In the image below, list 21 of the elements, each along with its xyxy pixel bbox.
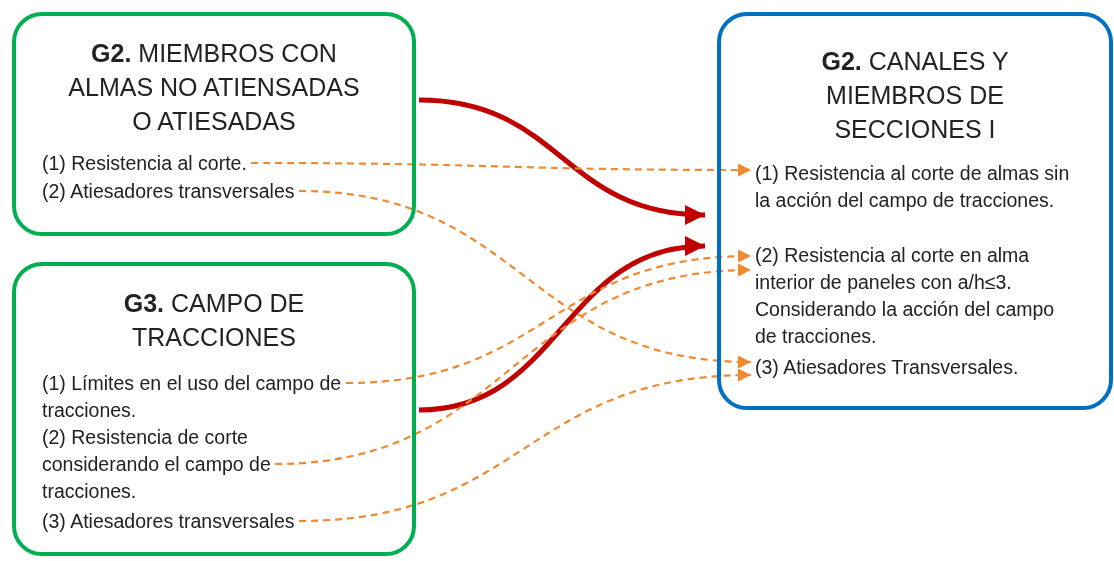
item-text: (1) Límites en el uso del campo de tracciones. — [42, 370, 343, 424]
arrow — [345, 250, 752, 385]
arrow — [251, 161, 751, 177]
item-text: (2) Resistencia al corte en alma interior de paneles con a/h≤3. Considerando la acción del campo de tracciones. — [755, 242, 1056, 350]
item-text: (1) Resistencia al corte de almas sin la acción del campo de tracciones. — [755, 160, 1071, 214]
group-box — [717, 12, 1113, 410]
group-box — [12, 262, 416, 556]
group-heading: G2. CANALES Y MIEMBROS DE SECCIONES I — [820, 46, 1010, 145]
item-text: (2) Resistencia de corte considerando el campo de tracciones. — [42, 424, 272, 505]
group-heading: G3. CAMPO DE TRACCIONES — [122, 288, 306, 353]
group-box — [12, 12, 416, 236]
arrow — [418, 238, 706, 413]
item-text: (3) Atiesadores Transversales. — [755, 354, 1020, 381]
item-text: (3) Atiesadores transversales — [42, 508, 296, 535]
arrow — [298, 189, 752, 368]
group-heading: G2. MIEMBROS CON ALMAS NO ATIENSADAS O ATIESADAS — [67, 38, 361, 137]
arrow — [298, 369, 752, 523]
item-text: (2) Atiesadores transversales — [42, 178, 296, 205]
item-text: (1) Resistencia al corte. — [42, 150, 248, 177]
arrow — [274, 264, 752, 466]
arrow — [418, 97, 706, 224]
